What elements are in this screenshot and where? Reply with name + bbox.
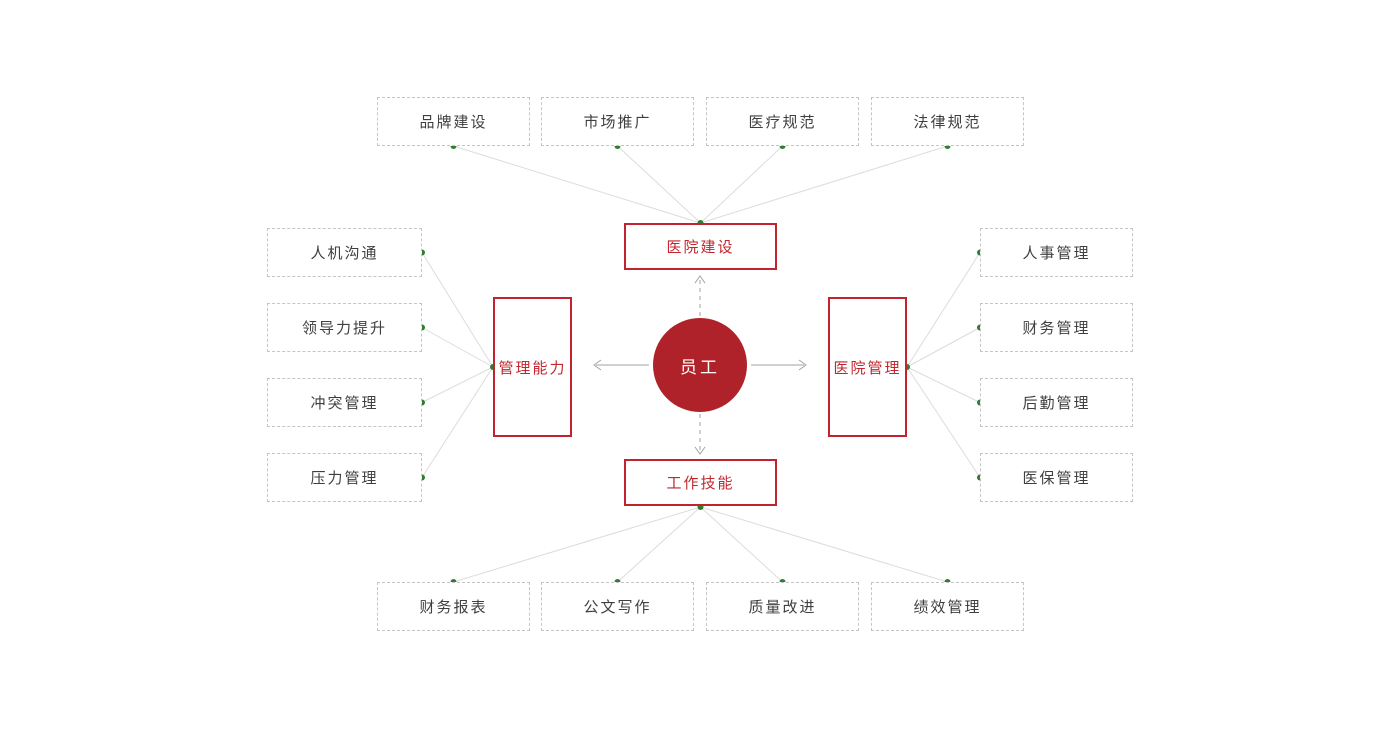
leaf-interpersonal-communication: 人机沟通 <box>267 228 422 277</box>
leaf-hr-management: 人事管理 <box>980 228 1133 277</box>
leaf-conflict-management: 冲突管理 <box>267 378 422 427</box>
leaf-quality-improvement: 质量改进 <box>706 582 859 631</box>
hub-work-skills: 工作技能 <box>624 459 777 506</box>
leaf-performance-management: 绩效管理 <box>871 582 1024 631</box>
hub-hospital-management: 医院管理 <box>828 297 907 437</box>
arrow-down-icon <box>694 414 706 455</box>
leaf-leadership-improvement: 领导力提升 <box>267 303 422 352</box>
leaf-brand-building: 品牌建设 <box>377 97 530 146</box>
leaf-financial-reports: 财务报表 <box>377 582 530 631</box>
leaf-stress-management: 压力管理 <box>267 453 422 502</box>
leaf-market-promotion: 市场推广 <box>541 97 694 146</box>
left-branch-lines <box>421 252 494 478</box>
arrow-left-icon <box>593 359 649 371</box>
hub-management-ability: 管理能力 <box>493 297 572 437</box>
leaf-official-writing: 公文写作 <box>541 582 694 631</box>
right-branch-lines <box>906 252 981 478</box>
leaf-medical-standards: 医疗规范 <box>706 97 859 146</box>
arrow-right-icon <box>751 359 807 371</box>
leaf-insurance-management: 医保管理 <box>980 453 1133 502</box>
center-node-employee: 员工 <box>653 318 747 412</box>
hub-hospital-construction: 医院建设 <box>624 223 777 270</box>
bottom-branch-lines <box>453 506 948 583</box>
leaf-legal-standards: 法律规范 <box>871 97 1024 146</box>
top-branch-lines <box>453 145 948 224</box>
leaf-logistics-management: 后勤管理 <box>980 378 1133 427</box>
leaf-finance-management: 财务管理 <box>980 303 1133 352</box>
arrow-up-icon <box>694 275 706 316</box>
